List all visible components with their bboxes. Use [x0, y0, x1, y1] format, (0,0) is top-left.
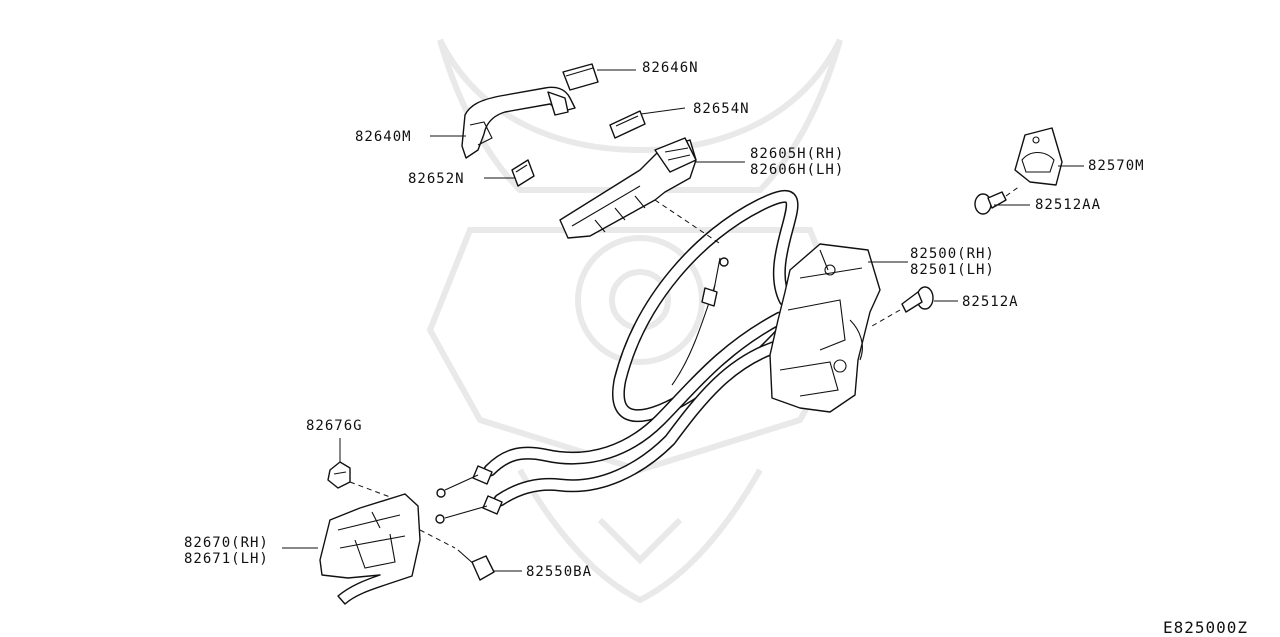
- part-82550BA: [457, 549, 495, 581]
- label-82605H: 82605H(RH) 82606H(LH): [750, 146, 845, 178]
- label-82646N: 82646N: [642, 60, 699, 76]
- part-82605H: [559, 137, 697, 239]
- label-82550BA: 82550BA: [526, 564, 593, 580]
- label-82676G: 82676G: [306, 418, 363, 434]
- part-82512A: [901, 286, 934, 313]
- part-82654N: [609, 110, 646, 139]
- part-82676G: [327, 461, 351, 489]
- label-82512AA: 82512AA: [1035, 197, 1102, 213]
- label-82640M: 82640M: [355, 129, 412, 145]
- part-82512AA: [974, 191, 1007, 215]
- diagram-code: E825000Z: [1163, 618, 1249, 637]
- label-82652N: 82652N: [408, 171, 465, 187]
- part-82646N: [562, 63, 599, 91]
- label-82670: 82670(RH) 82671(LH): [184, 535, 269, 567]
- label-82570M: 82570M: [1088, 158, 1145, 174]
- door-cables: [435, 190, 799, 524]
- part-82652N: [511, 159, 535, 187]
- label-82500: 82500(RH) 82501(LH): [910, 246, 995, 278]
- part-82670: [319, 493, 421, 605]
- label-82512A: 82512A: [962, 294, 1019, 310]
- part-82640M: [461, 86, 576, 159]
- label-82654N: 82654N: [693, 101, 750, 117]
- part-82570M: [1014, 127, 1063, 186]
- leader-lines: [282, 69, 1084, 572]
- part-82500: [769, 243, 881, 413]
